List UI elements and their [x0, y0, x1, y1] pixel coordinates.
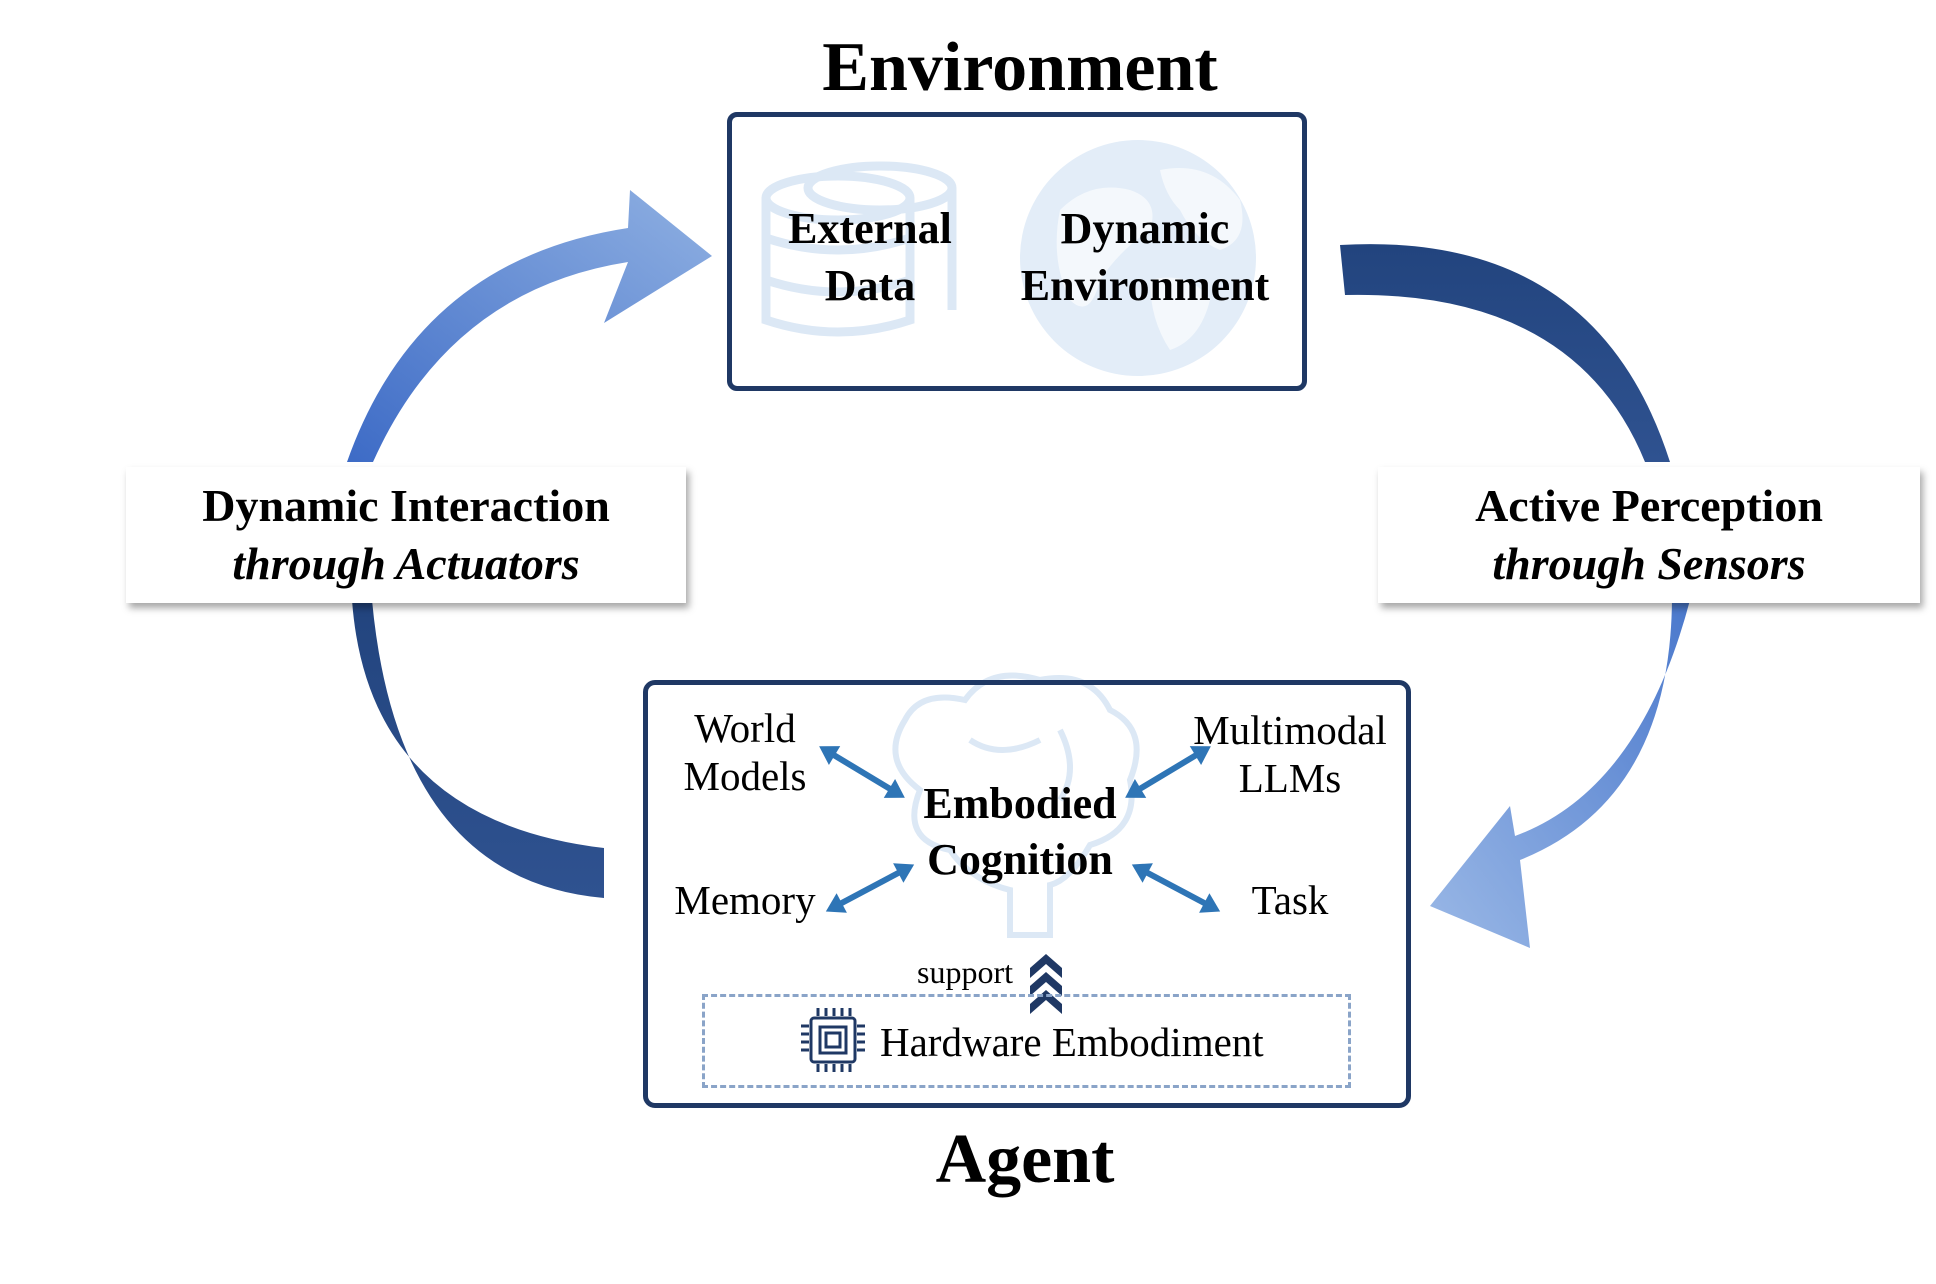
task-label: Task [1251, 877, 1329, 923]
embodied-cognition-line1: Embodied [923, 779, 1117, 828]
actuators-card: Dynamic Interaction through Actuators [126, 467, 686, 603]
environment-box [727, 112, 1307, 391]
actuators-card-line1: Dynamic Interaction [202, 480, 610, 531]
external-data-line1: External [788, 204, 952, 253]
environment-title: Environment [822, 29, 1218, 106]
dynamic-environment-line1: Dynamic [1060, 204, 1230, 253]
hardware-embodiment-box [702, 994, 1351, 1088]
perception-arrow [1430, 600, 1690, 948]
brain-icon [892, 672, 1140, 938]
database-icon [761, 161, 957, 337]
hardware-embodiment-label: Hardware Embodiment [880, 1019, 1264, 1065]
multimodal-llms-arrow [1125, 746, 1211, 798]
dynamic-environment-label: Dynamic Environment [1005, 200, 1285, 314]
multimodal-llms-label: Multimodal LLMs [1180, 706, 1400, 802]
task-arrow [1131, 863, 1221, 913]
actuator-arrow [347, 190, 712, 462]
multimodal-llms-line2: LLMs [1238, 755, 1342, 801]
dynamic-environment-line2: Environment [1020, 261, 1270, 310]
external-data-label: External Data [770, 200, 970, 314]
support-label: support [917, 954, 1013, 990]
memory-arrow [825, 863, 915, 913]
perception-arc [1340, 244, 1670, 462]
embodied-cognition-label: Embodied Cognition [900, 776, 1140, 888]
multimodal-llms-line1: Multimodal [1193, 707, 1387, 753]
external-data-line2: Data [824, 261, 916, 310]
world-models-line1: World [694, 705, 796, 751]
chip-icon [801, 1008, 865, 1072]
world-models-line2: Models [683, 753, 807, 799]
agent-title: Agent [935, 1121, 1115, 1198]
globe-icon [1020, 140, 1256, 376]
sensors-card-line2: through Sensors [1492, 538, 1806, 589]
memory-label: Memory [674, 877, 816, 923]
actuator-arc [352, 600, 604, 898]
sensors-card: Active Perception through Sensors [1378, 467, 1920, 603]
world-models-label: World Models [670, 704, 820, 800]
actuators-card-line2: through Actuators [232, 538, 580, 589]
double-arrows [819, 746, 1221, 913]
sensors-card-line1: Active Perception [1475, 480, 1823, 531]
world-models-arrow [819, 746, 905, 798]
embodied-cognition-line2: Cognition [927, 835, 1113, 884]
agent-box [643, 680, 1411, 1108]
